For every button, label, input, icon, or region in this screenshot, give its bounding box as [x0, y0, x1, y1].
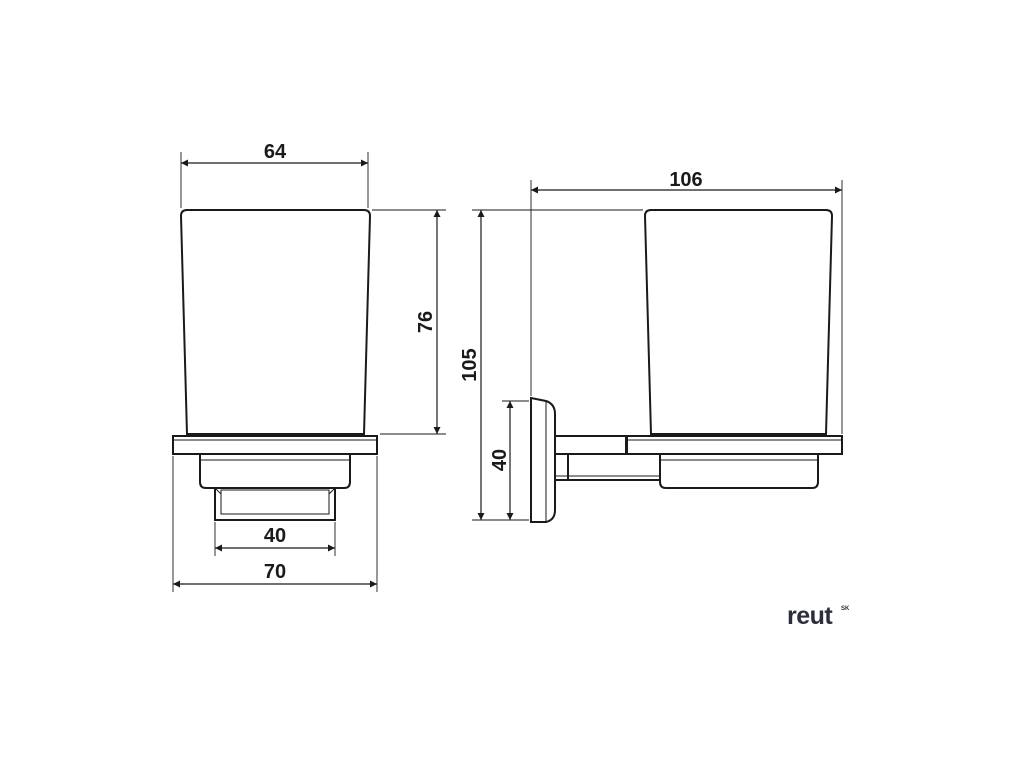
- dim-106-label: 106: [669, 169, 702, 191]
- front-mount-bevel-r: [328, 487, 336, 495]
- front-mount-block: [214, 487, 336, 521]
- front-mount-inner: [220, 489, 330, 515]
- side-wall-plate: [530, 396, 556, 523]
- dim-76-label: 76: [415, 311, 437, 333]
- dim-105-label: 105: [459, 348, 481, 381]
- dim-40-front-label: 40: [264, 525, 286, 547]
- side-arm-upper: [554, 435, 628, 455]
- front-glass-outline: [179, 209, 372, 435]
- front-view: 64 76 40 70: [172, 141, 446, 592]
- side-base-plate: [625, 435, 843, 455]
- dim-40-side-label: 40: [489, 449, 511, 471]
- dim-70-label: 70: [264, 561, 286, 583]
- front-base-plate: [172, 435, 378, 455]
- brand-logo: reut SK: [787, 602, 850, 630]
- logo-wordmark: reut: [787, 602, 833, 630]
- front-mount-bevel-l: [214, 487, 222, 495]
- side-tray: [659, 455, 819, 489]
- dim-64-label: 64: [264, 141, 287, 163]
- side-glass-outline: [643, 209, 834, 435]
- side-view: 106 105 40: [459, 169, 843, 523]
- logo-suffix: SK: [841, 606, 850, 612]
